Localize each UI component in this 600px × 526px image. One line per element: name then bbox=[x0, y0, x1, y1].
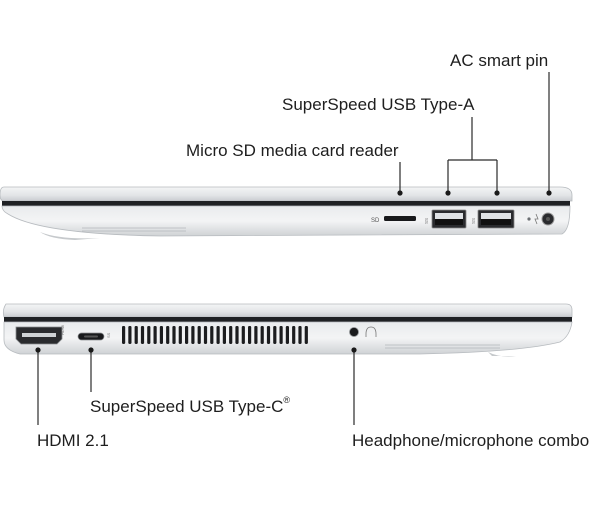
hinge-seam bbox=[2, 201, 570, 206]
vent-slot bbox=[122, 326, 126, 344]
hdmi-marking: HDMI bbox=[60, 325, 65, 335]
lid-top bbox=[0, 186, 573, 202]
charge-led bbox=[527, 217, 531, 221]
label-usb-type-c: SuperSpeed USB Type-C® bbox=[90, 395, 291, 416]
svg-text:SS: SS bbox=[106, 332, 111, 338]
lid-top bbox=[2, 303, 573, 318]
label-ac-smart-pin: AC smart pin bbox=[450, 51, 549, 70]
vent-slot bbox=[304, 326, 308, 344]
sd-marking: SD bbox=[371, 218, 380, 224]
micro-sd-slot bbox=[384, 216, 416, 221]
callouts-right bbox=[399, 72, 550, 192]
vent-slot bbox=[185, 326, 189, 344]
hdmi-port: HDMI bbox=[15, 325, 65, 345]
vent-slot bbox=[292, 326, 296, 344]
vent-slot bbox=[134, 326, 138, 344]
vent-slot bbox=[285, 326, 289, 344]
vent-slot bbox=[128, 326, 132, 344]
vent-slot bbox=[140, 326, 145, 344]
speaker-grille-left bbox=[385, 344, 500, 349]
power-symbol bbox=[534, 213, 539, 225]
label-headphone-combo: Headphone/microphone combo bbox=[352, 431, 590, 450]
label-usb-type-c-text: SuperSpeed USB Type-C bbox=[90, 397, 284, 416]
callouts-left bbox=[37, 350, 355, 425]
vent-slot bbox=[266, 326, 271, 344]
vent-slot bbox=[248, 326, 252, 344]
label-usb-type-a: SuperSpeed USB Type-A bbox=[282, 95, 475, 114]
hinge-seam bbox=[4, 317, 572, 322]
usb-a-port-2: SS bbox=[471, 209, 515, 229]
vent-grille bbox=[122, 326, 308, 344]
label-micro-sd: Micro SD media card reader bbox=[186, 141, 399, 160]
vent-slot bbox=[279, 326, 283, 344]
vent-slot bbox=[210, 326, 214, 344]
vent-slot bbox=[159, 326, 163, 344]
vent-slot bbox=[178, 326, 182, 344]
left-side-view: HDMI SS bbox=[2, 303, 573, 425]
vent-slot bbox=[147, 326, 151, 344]
vent-slot bbox=[235, 326, 239, 344]
vent-slot bbox=[197, 326, 201, 344]
vent-slot bbox=[229, 326, 233, 344]
vent-slot bbox=[260, 326, 264, 344]
vent-slot bbox=[191, 326, 195, 344]
vent-slot bbox=[216, 326, 220, 344]
headset-symbol bbox=[365, 326, 377, 337]
vent-slot bbox=[241, 326, 245, 344]
registered-mark: ® bbox=[283, 395, 291, 405]
foot bbox=[40, 232, 100, 240]
vent-slot bbox=[166, 326, 170, 344]
vent-slot bbox=[203, 326, 208, 344]
vent-slot bbox=[153, 326, 157, 344]
svg-text:SS: SS bbox=[471, 218, 476, 224]
foot bbox=[488, 352, 516, 357]
label-hdmi: HDMI 2.1 bbox=[37, 431, 109, 450]
usb-a-port-1: SS bbox=[424, 209, 467, 229]
vent-slot bbox=[273, 326, 277, 344]
speaker-grille-right bbox=[82, 227, 186, 232]
usb-c-port: SS bbox=[77, 332, 111, 341]
vent-slot bbox=[222, 326, 226, 344]
vent-slot bbox=[254, 326, 258, 344]
vent-slot bbox=[298, 326, 302, 344]
right-side-view: SD SS SS bbox=[0, 72, 573, 240]
headphone-jack bbox=[349, 327, 359, 337]
base-body bbox=[1, 205, 571, 237]
vent-slot bbox=[172, 326, 176, 344]
svg-text:SS: SS bbox=[424, 218, 429, 224]
